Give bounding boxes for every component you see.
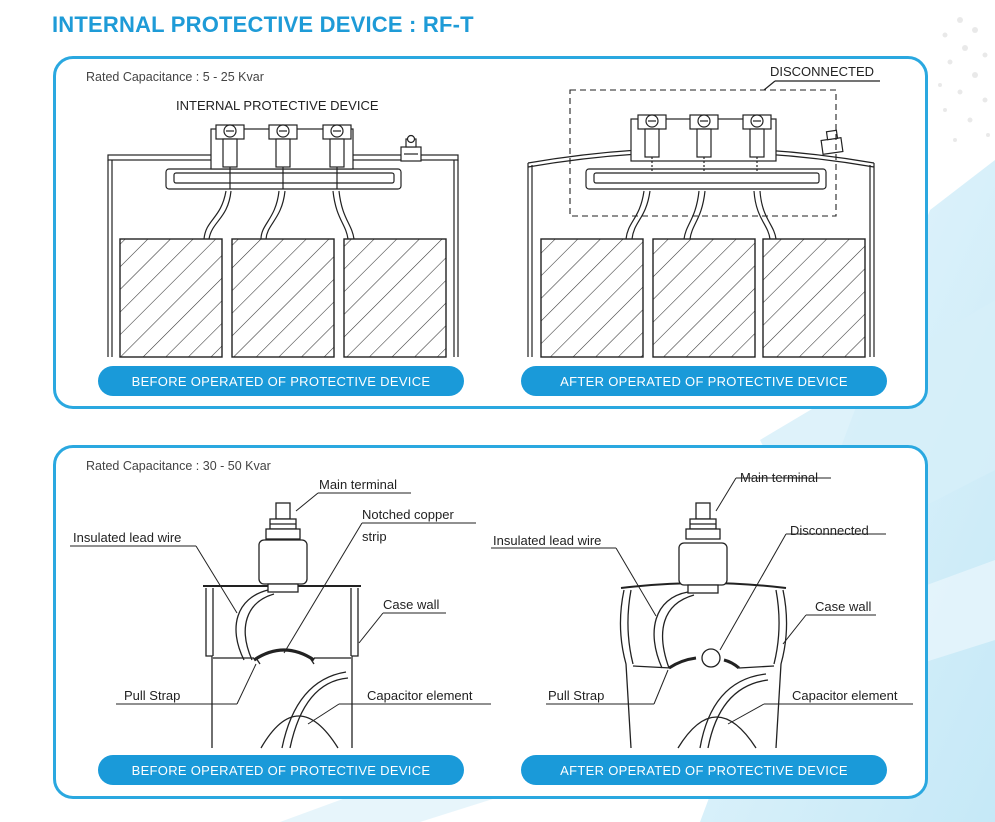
notched-copper-label-line2: strip bbox=[362, 529, 387, 544]
callout-labels-before: Main terminal Notched copper strip Insul… bbox=[73, 477, 473, 703]
disconnected-region bbox=[569, 89, 837, 217]
capacitor-drawing-top: INTERNAL PROTECTIVE DEVICE bbox=[107, 64, 880, 358]
after-cross-section bbox=[619, 502, 788, 749]
disconnected-label-after: Disconnected bbox=[790, 523, 869, 538]
main-terminal-after bbox=[678, 502, 728, 594]
vent-plug-after bbox=[820, 129, 844, 156]
callout-labels-after: Main terminal Disconnected Insulated lea… bbox=[493, 470, 898, 703]
vent-plug bbox=[400, 134, 422, 162]
device-label: INTERNAL PROTECTIVE DEVICE bbox=[176, 98, 379, 113]
panel-rated-30-50: Rated Capacitance : 30 - 50 Kvar bbox=[53, 445, 928, 799]
after-operated-label: AFTER OPERATED OF PROTECTIVE DEVICE bbox=[521, 366, 887, 396]
before-assembly bbox=[107, 124, 459, 357]
case-wall-label: Case wall bbox=[383, 597, 439, 612]
insulated-lead-label: Insulated lead wire bbox=[73, 530, 181, 545]
capacitor-elements-after bbox=[540, 238, 866, 358]
pull-strap-label: Pull Strap bbox=[124, 688, 180, 703]
capacitor-elements-before bbox=[119, 238, 447, 358]
capacitor-drawing-bottom: Main terminal Notched copper strip Insul… bbox=[70, 470, 913, 749]
after-assembly bbox=[527, 80, 880, 357]
callouts-before bbox=[70, 492, 491, 725]
main-terminal-label: Main terminal bbox=[319, 477, 397, 492]
rated-capacitance-label: Rated Capacitance : 5 - 25 Kvar bbox=[86, 70, 264, 84]
terminal-group bbox=[215, 124, 352, 189]
main-terminal bbox=[258, 502, 308, 593]
case-wall-label-after: Case wall bbox=[815, 599, 871, 614]
disconnected-label: DISCONNECTED bbox=[770, 64, 874, 79]
before-operated-label-2: BEFORE OPERATED OF PROTECTIVE DEVICE bbox=[98, 755, 464, 785]
before-cross-section bbox=[203, 502, 361, 749]
main-terminal-label-after: Main terminal bbox=[740, 470, 818, 485]
insulated-lead-label-after: Insulated lead wire bbox=[493, 533, 601, 548]
capacitor-element-label: Capacitor element bbox=[367, 688, 473, 703]
before-operated-label: BEFORE OPERATED OF PROTECTIVE DEVICE bbox=[98, 366, 464, 396]
terminal-group-after bbox=[637, 114, 772, 171]
pull-strap-label-after: Pull Strap bbox=[548, 688, 604, 703]
notched-copper-label: Notched copper bbox=[362, 507, 454, 522]
callouts-after bbox=[491, 477, 913, 725]
rated-capacitance-label-2: Rated Capacitance : 30 - 50 Kvar bbox=[86, 459, 271, 473]
after-operated-label-2: AFTER OPERATED OF PROTECTIVE DEVICE bbox=[521, 755, 887, 785]
panel-rated-5-25: Rated Capacitance : 5 - 25 Kvar INTERNAL… bbox=[53, 56, 928, 409]
capacitor-element-label-after: Capacitor element bbox=[792, 688, 898, 703]
page-title: INTERNAL PROTECTIVE DEVICE : RF-T bbox=[52, 12, 474, 37]
